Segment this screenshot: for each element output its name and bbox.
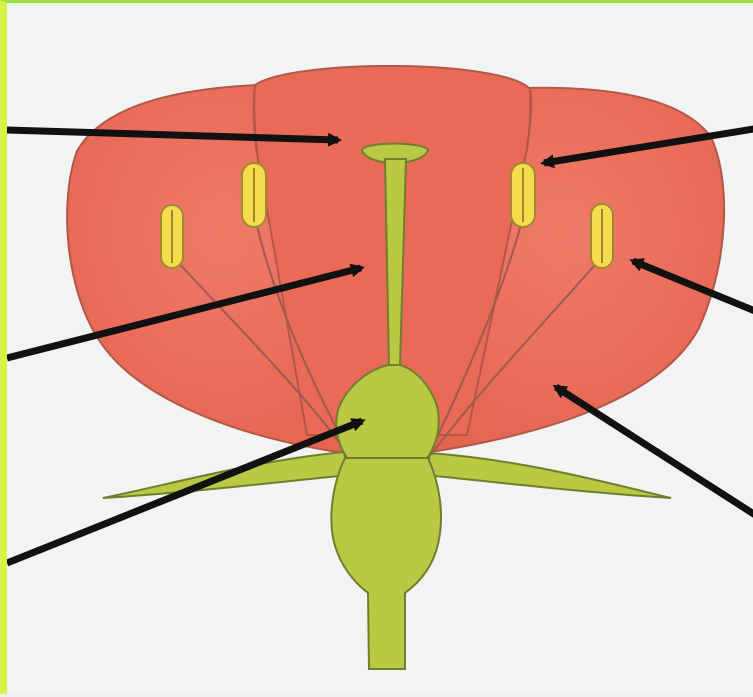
- flower-diagram-svg: [7, 3, 753, 697]
- anther: [161, 205, 183, 268]
- arrow-petal: [556, 387, 753, 518]
- anther: [591, 204, 613, 268]
- receptacle: [331, 458, 441, 669]
- anther: [511, 163, 535, 227]
- arrow-ovary: [7, 421, 362, 563]
- anther: [242, 163, 266, 227]
- sepal-right: [426, 453, 671, 498]
